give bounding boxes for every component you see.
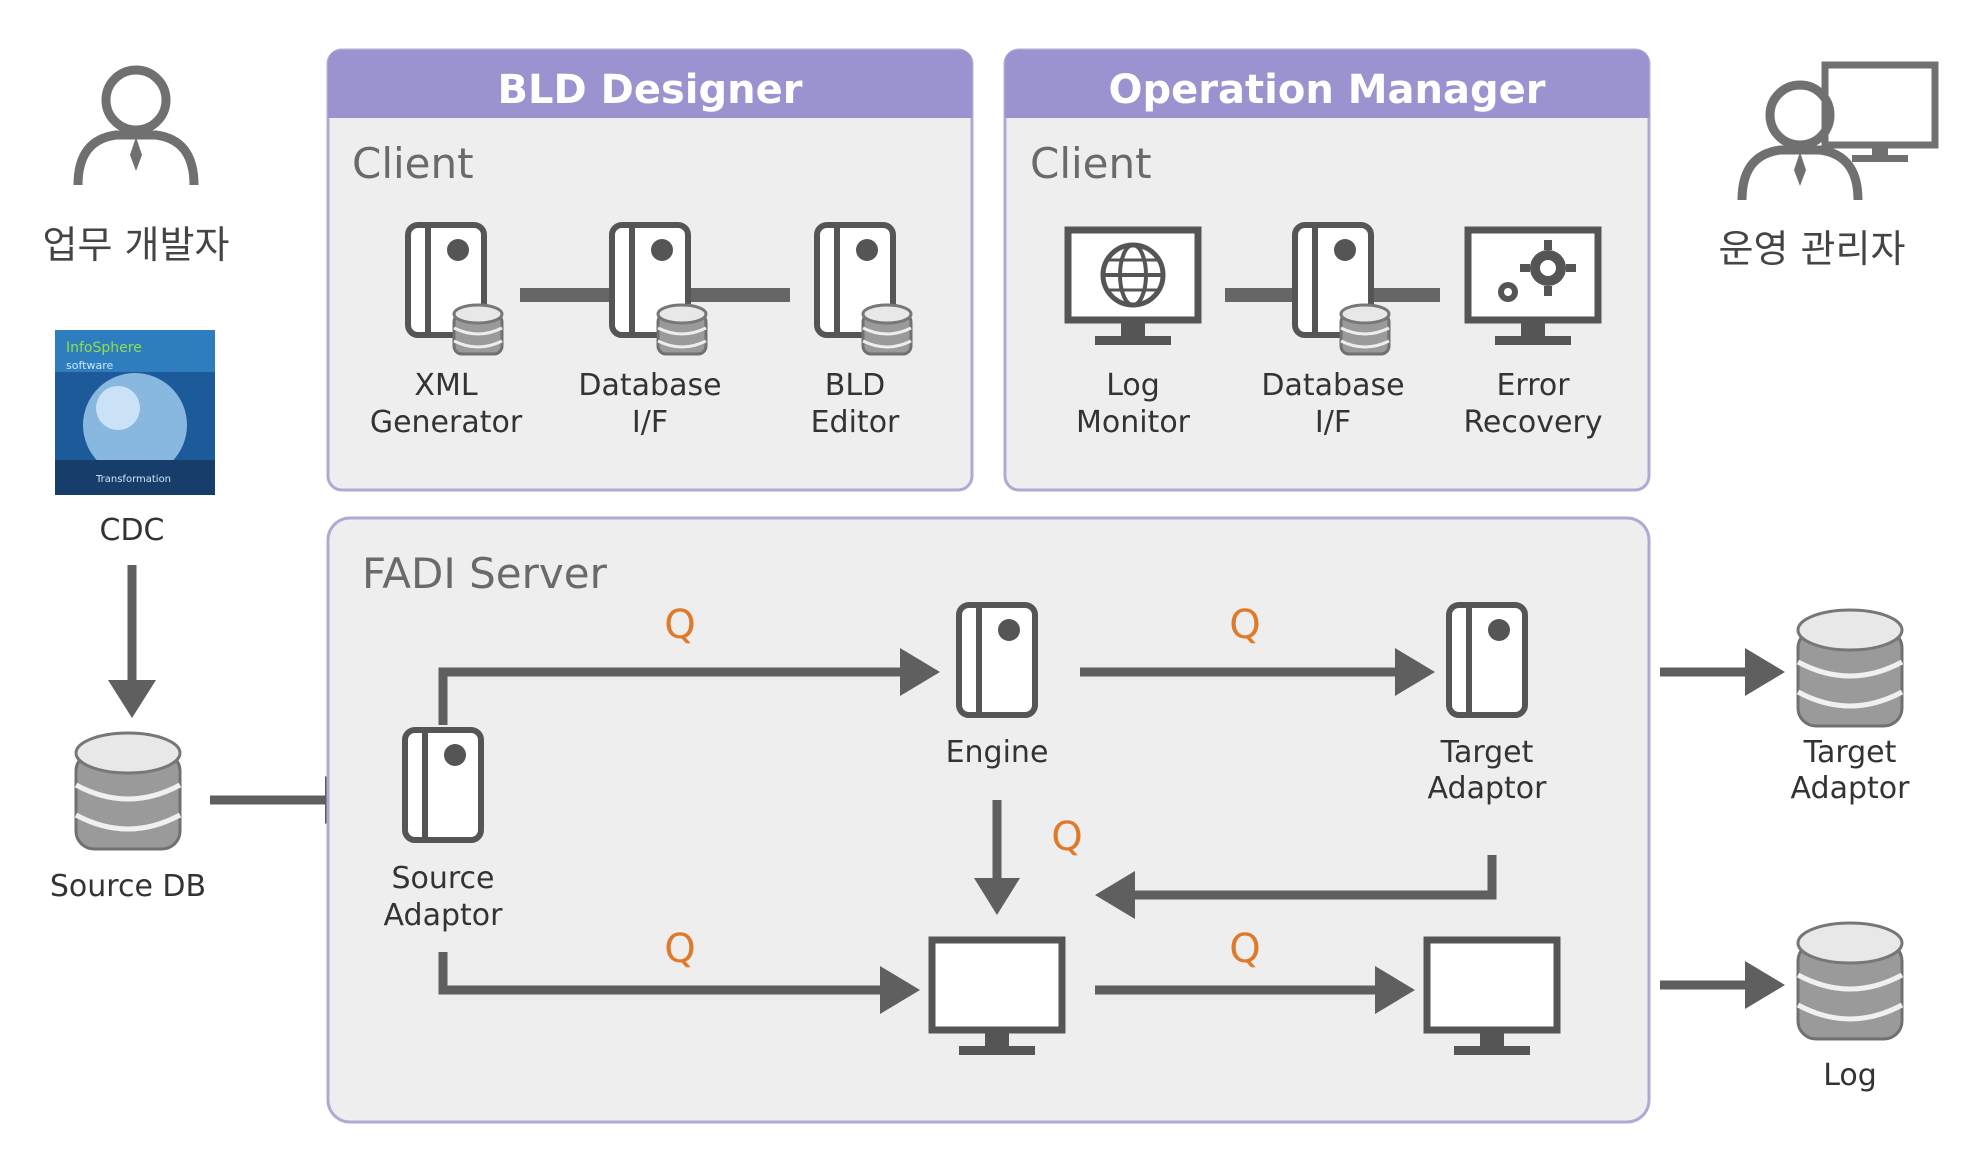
target-db-label-1: Target — [1803, 735, 1897, 770]
operator-role: 운영 관리자 — [1719, 61, 1939, 271]
arrow-server-to-target-db — [1660, 648, 1785, 696]
target-db-label-2: Adaptor — [1791, 771, 1911, 806]
arrow-cdc-to-sourcedb — [108, 565, 156, 718]
engine: Engine — [946, 605, 1049, 770]
server-target-adaptor: Target Adaptor — [1428, 605, 1548, 806]
arrow-log-to-log-writer — [1095, 966, 1415, 1014]
developer-role: 업무 개발자 — [43, 70, 230, 267]
source-adaptor-label-2: Adaptor — [384, 898, 504, 933]
arrow-source-to-engine — [438, 648, 940, 725]
om-client-label: Client — [1030, 139, 1152, 188]
arrow-server-to-log-db — [1660, 961, 1785, 1009]
xml-generator-db-icon — [452, 303, 504, 356]
bld-editor-db-icon — [861, 303, 913, 356]
log-db: Log — [1798, 923, 1902, 1093]
source-db-label: Source DB — [50, 869, 206, 904]
om-database-if-label-2: I/F — [1315, 405, 1351, 440]
cdc-cover-title: InfoSphere — [66, 340, 142, 356]
xml-generator-label-2: Generator — [370, 405, 523, 440]
target-db-icon — [1798, 610, 1902, 726]
source-db: Source DB — [50, 733, 206, 904]
cdc-product: InfoSphere software Transformation CDC — [55, 330, 215, 548]
bld-database-if-label-1: Database — [578, 368, 721, 403]
bld-editor-label-1: BLD — [825, 368, 885, 403]
om-database-if-component: Database I/F — [1261, 225, 1405, 440]
queue-label-engine-log: Q — [1051, 814, 1082, 860]
source-adaptor: Source Adaptor — [384, 730, 504, 933]
fadi-server-panel: FADI Server Source Adaptor Engine Target… — [326, 516, 1651, 1124]
source-adaptor-server-icon — [405, 730, 481, 840]
bld-database-if-component: Database I/F — [578, 225, 722, 440]
globe-icon — [1100, 242, 1166, 308]
source-db-icon — [76, 733, 180, 849]
cdc-cover-subtitle: software — [66, 359, 113, 372]
operator-monitor-icon — [1821, 61, 1939, 162]
error-recovery-label-1: Error — [1496, 368, 1570, 403]
fadi-server-title: FADI Server — [362, 549, 608, 598]
target-db: Target Adaptor — [1791, 610, 1911, 806]
bld-editor-label-2: Editor — [811, 405, 900, 440]
log-db-label: Log — [1823, 1058, 1877, 1093]
om-database-if-label-1: Database — [1261, 368, 1404, 403]
bld-designer-title: BLD Designer — [498, 67, 803, 113]
arrow-engine-to-log-monitor — [974, 800, 1020, 915]
error-recovery-label-2: Recovery — [1463, 405, 1602, 440]
server-target-adaptor-label-2: Adaptor — [1428, 771, 1548, 806]
bld-designer-panel: BLD Designer Client XML Generator Databa… — [326, 48, 974, 492]
bld-database-if-label-2: I/F — [632, 405, 668, 440]
server-target-adaptor-label-1: Target — [1440, 735, 1534, 770]
arrow-source-to-log-monitor — [438, 952, 920, 1014]
bld-client-label: Client — [352, 139, 474, 188]
gears-icon — [1498, 240, 1576, 302]
log-monitor-label-1: Log — [1106, 368, 1160, 403]
target-adaptor-server-icon — [1449, 605, 1525, 715]
cdc-cover-image: InfoSphere software Transformation — [55, 330, 215, 495]
xml-generator-component: XML Generator — [370, 225, 523, 440]
xml-generator-label-1: XML — [414, 368, 477, 403]
log-monitor-component: Log Monitor — [1068, 230, 1198, 440]
cdc-cover-footer: Transformation — [95, 474, 171, 485]
developer-person-icon — [78, 70, 194, 185]
log-db-icon — [1798, 923, 1902, 1039]
operator-label: 운영 관리자 — [1719, 227, 1906, 271]
engine-server-icon — [959, 605, 1035, 715]
queue-label-engine-target: Q — [1229, 602, 1260, 648]
arrow-engine-to-target — [1080, 648, 1435, 696]
queue-label-source-engine: Q — [664, 602, 695, 648]
source-adaptor-label-1: Source — [391, 861, 494, 896]
engine-label: Engine — [946, 735, 1049, 770]
log-monitor-label-2: Monitor — [1076, 405, 1191, 440]
arrow-target-to-log-return — [1095, 855, 1497, 919]
operation-manager-title: Operation Manager — [1109, 67, 1546, 113]
bld-database-if-db-icon — [656, 303, 708, 356]
om-database-if-db-icon — [1339, 303, 1391, 356]
queue-label-log-writer: Q — [1229, 926, 1260, 972]
error-recovery-component: Error Recovery — [1463, 230, 1603, 440]
bld-editor-component: BLD Editor — [811, 225, 913, 440]
queue-label-source-log: Q — [664, 926, 695, 972]
developer-label: 업무 개발자 — [43, 223, 230, 267]
operation-manager-panel: Operation Manager Client Log Monitor Dat… — [1003, 48, 1651, 492]
cdc-label: CDC — [100, 513, 165, 548]
